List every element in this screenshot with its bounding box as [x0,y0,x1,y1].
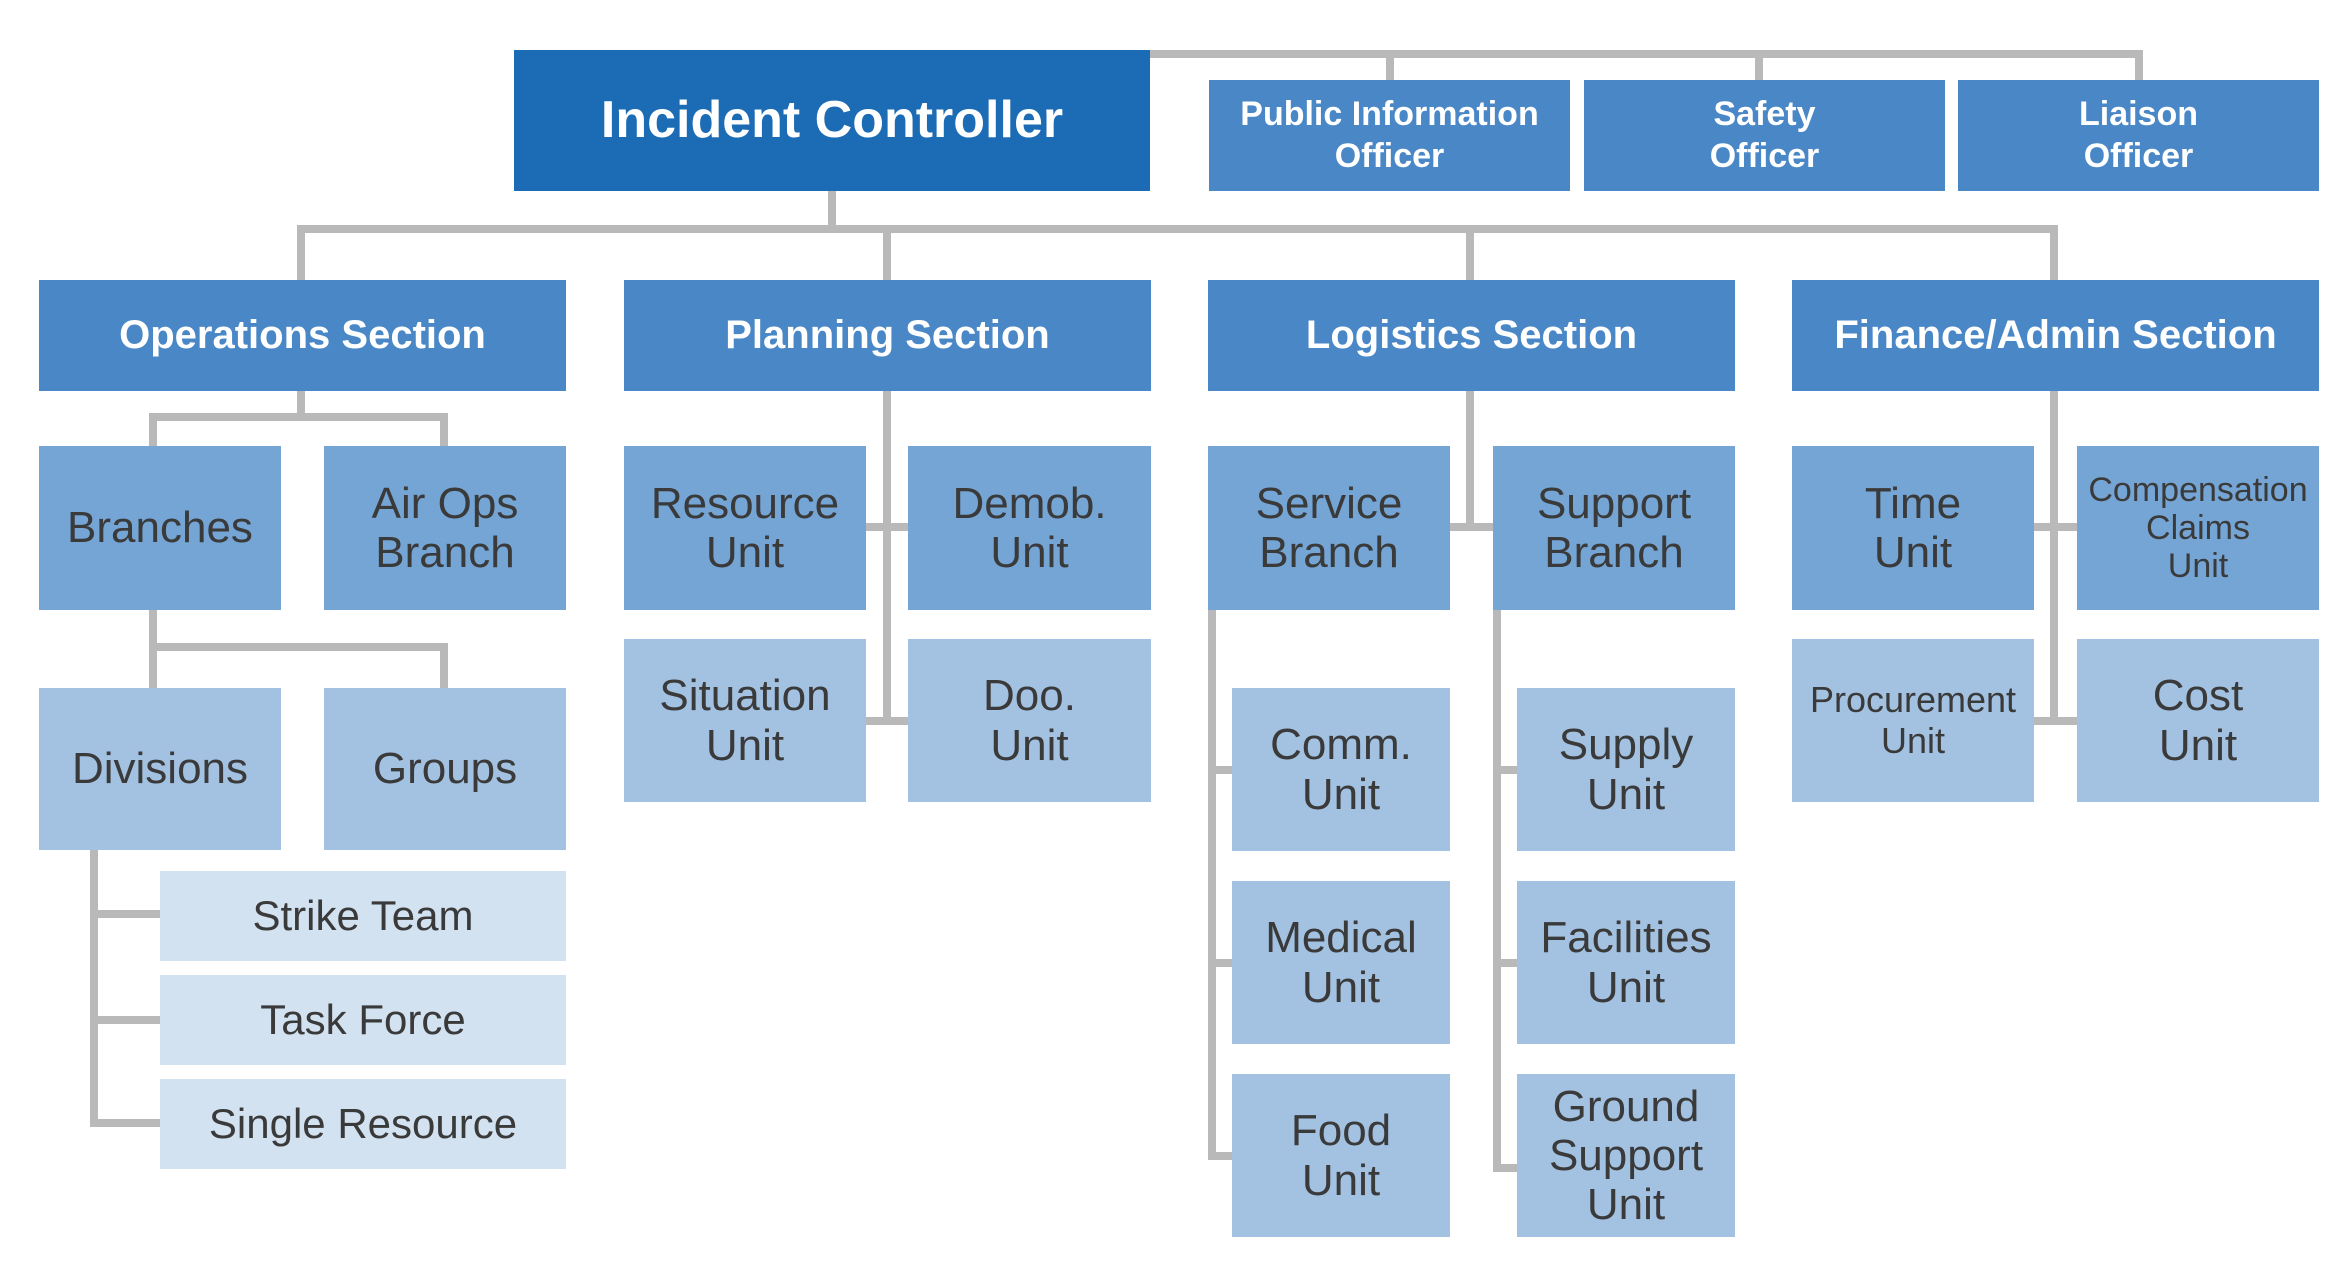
connector-finance [2030,386,2082,725]
liaison-officer-box: Liaison Officer [1958,80,2319,191]
facilities-unit-box: Facilities Unit [1517,881,1735,1044]
connector-command-staff [1145,50,2143,84]
air-ops-branch-box: Air Ops Branch [324,446,566,610]
connector-logistics [1446,386,1497,531]
cost-unit-box: Cost Unit [2077,639,2319,802]
service-branch-box: Service Branch [1208,446,1450,610]
doc-unit-box: Doo. Unit [908,639,1151,802]
task-force-box: Task Force [160,975,566,1065]
safety-officer-box: Safety Officer [1584,80,1945,191]
connector-ops-resources [90,846,164,1127]
comm-unit-box: Comm. Unit [1232,688,1450,851]
connector-support-units [1493,605,1521,1172]
logistics-section-box: Logistics Section [1208,280,1735,391]
divisions-box: Divisions [39,688,281,850]
single-resource-box: Single Resource [160,1079,566,1169]
time-unit-box: Time Unit [1792,446,2034,610]
situation-unit-box: Situation Unit [624,639,866,802]
compensation-claims-unit-box: Compensation Claims Unit [2077,446,2319,610]
food-unit-box: Food Unit [1232,1074,1450,1237]
operations-section-box: Operations Section [39,280,566,391]
connector-ops-branches [149,386,448,450]
resource-unit-box: Resource Unit [624,446,866,610]
groups-box: Groups [324,688,566,850]
incident-controller-box: Incident Controller [514,50,1150,191]
supply-unit-box: Supply Unit [1517,688,1735,851]
connector-sections [297,187,2058,284]
public-information-officer-box: Public Information Officer [1209,80,1570,191]
finance-admin-section-box: Finance/Admin Section [1792,280,2319,391]
support-branch-box: Support Branch [1493,446,1735,610]
branches-box: Branches [39,446,281,610]
strike-team-box: Strike Team [160,871,566,961]
connector-ops-divisions [149,606,448,692]
ground-support-unit-box: Ground Support Unit [1517,1074,1735,1237]
connector-service-units [1208,605,1236,1160]
procurement-unit-box: Procurement Unit [1792,639,2034,802]
connector-planning [862,386,912,725]
demob-unit-box: Demob. Unit [908,446,1151,610]
planning-section-box: Planning Section [624,280,1151,391]
medical-unit-box: Medical Unit [1232,881,1450,1044]
